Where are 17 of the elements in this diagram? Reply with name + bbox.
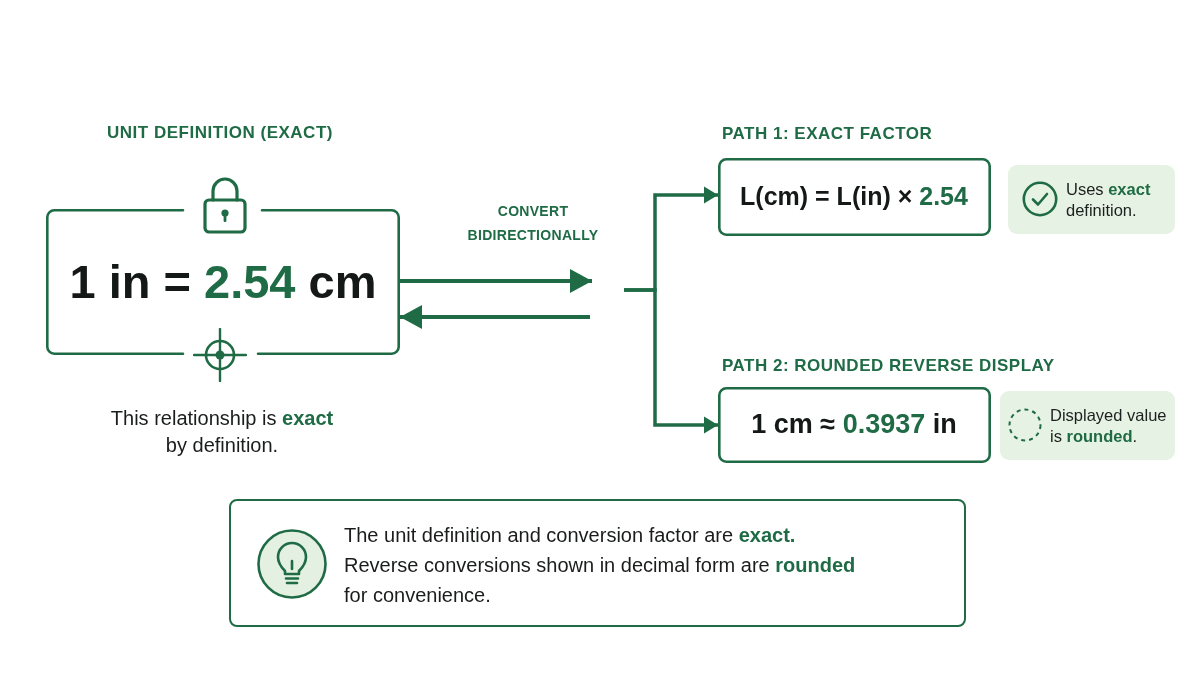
info-panel — [229, 499, 966, 627]
section-heading: PATH 1: EXACT FACTOR — [722, 123, 933, 145]
arrow — [400, 305, 590, 329]
equation-text: L(cm) = L(in) × 2.54 — [740, 183, 968, 211]
note-text: Displayed value is rounded. — [1050, 405, 1168, 447]
info-text: The unit definition and conversion factor are exact. Reverse conversions shown in decimal form are rounded for convenience. — [344, 523, 857, 608]
note-card — [1000, 391, 1175, 460]
note-card — [1008, 165, 1175, 234]
equation-text: 1 cm ≈ 0.3937 in — [751, 410, 957, 440]
note-text: Uses exact definition. — [1066, 179, 1152, 221]
equation-text: 1 in = 2.54 cm — [69, 256, 377, 308]
arrow — [400, 269, 592, 293]
direction-label: CONVERT BIDIRECTIONALLY — [466, 202, 600, 245]
branch-arrow — [624, 288, 718, 434]
caption-text: This relationship is exact by definition. — [109, 406, 335, 458]
section-heading: UNIT DEFINITION (EXACT) — [107, 122, 333, 144]
section-heading: PATH 2: ROUNDED REVERSE DISPLAY — [722, 355, 1055, 377]
